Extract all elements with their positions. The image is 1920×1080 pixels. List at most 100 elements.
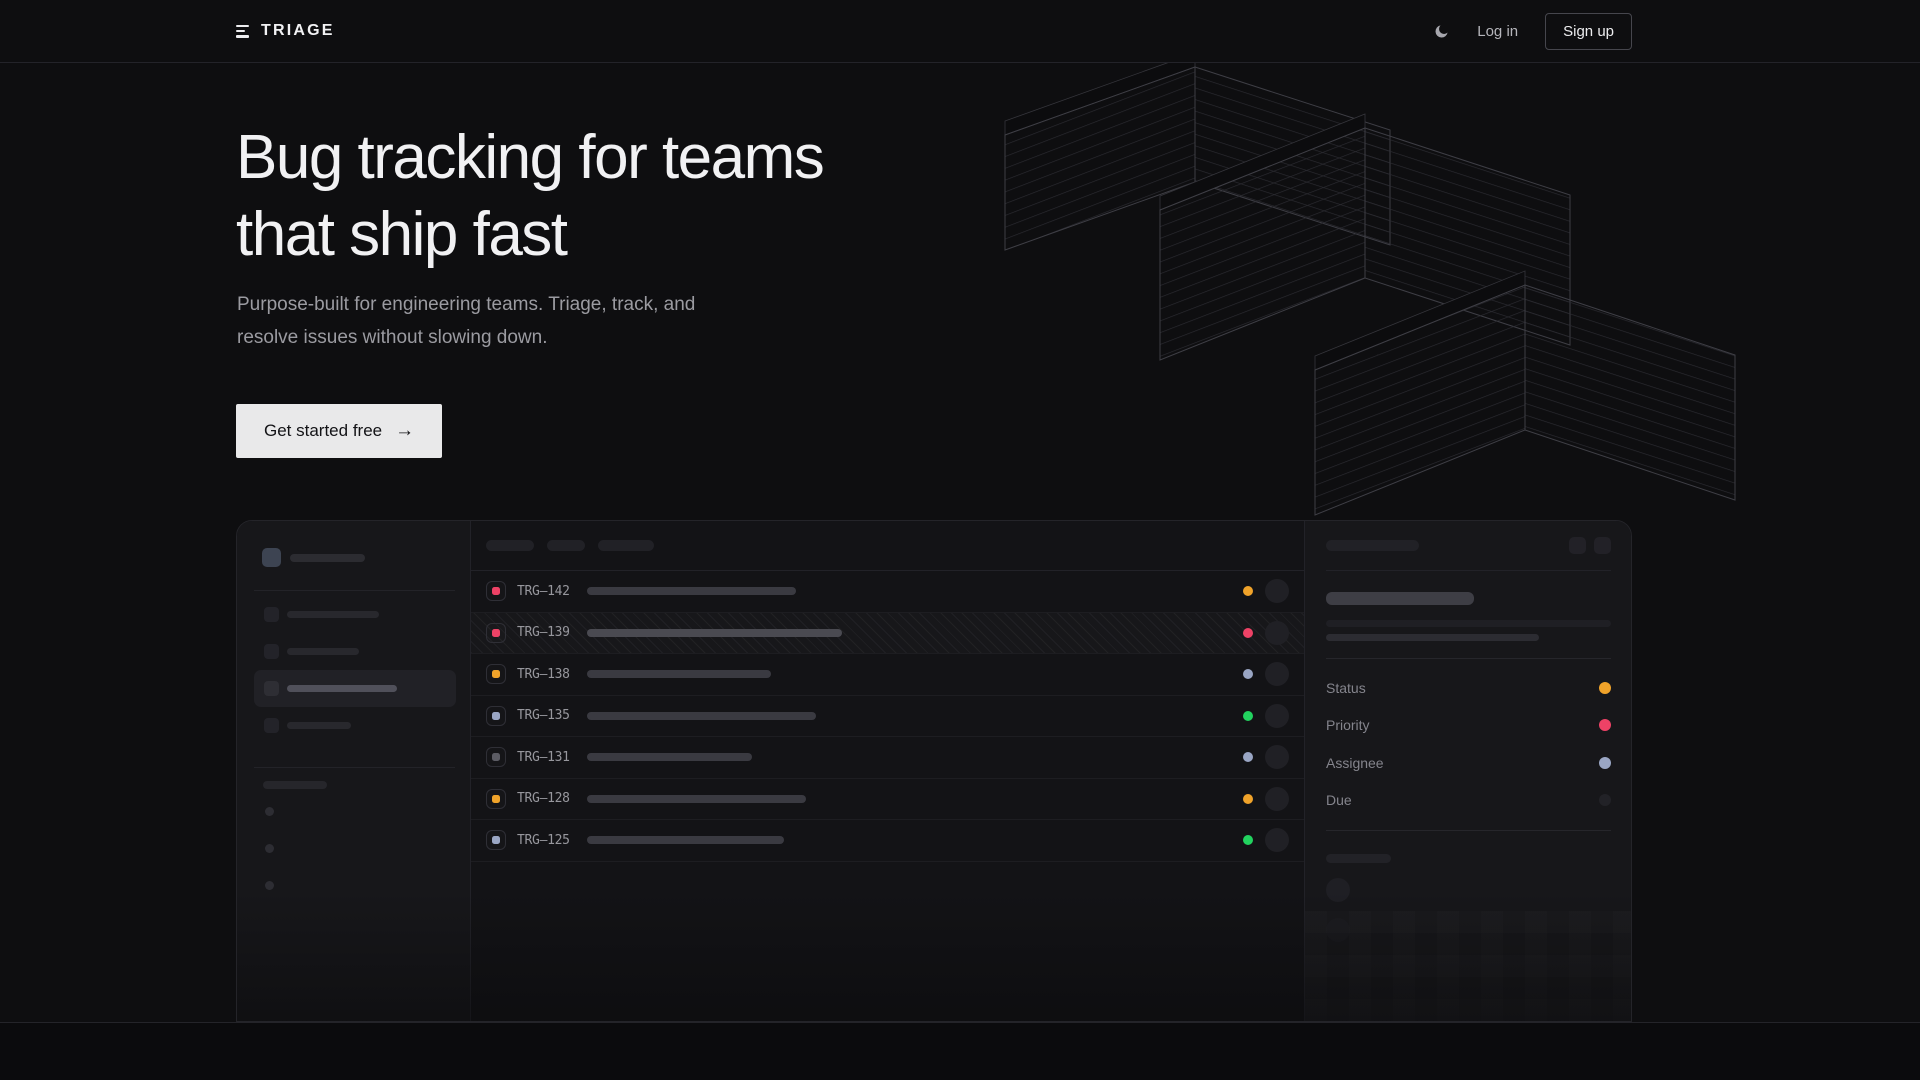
issue-row: TRG–139 [471,612,1304,654]
login-link[interactable]: Log in [1477,22,1519,40]
field-label: Assignee [1326,754,1384,771]
sidebar-nav-skeleton [237,596,470,744]
wireframe-panels-art [1004,52,1736,516]
workspace-icon [262,548,281,567]
issue-type-icon [486,788,506,809]
issue-type-icon [486,705,506,726]
issue-title-skeleton [587,711,816,720]
arrow-right-icon: → [395,419,415,441]
moon-icon[interactable] [1433,23,1450,40]
sidebar-item-label-skeleton [287,648,359,655]
sidebar-project-dots [265,807,470,918]
issue-title-skeleton [587,628,842,637]
sidebar-item-icon [264,681,279,696]
detail-panel-header [1326,521,1611,571]
panel-divider [1326,658,1611,659]
app-preview-sidebar [237,521,471,1021]
issue-avatar [1265,620,1289,645]
panel-divider [1326,830,1611,831]
issue-avatar [1265,579,1289,604]
project-dot [265,807,274,816]
field-value-dot [1599,681,1611,694]
comment-avatar [1326,878,1350,902]
sidebar-item-icon [264,644,279,659]
field-value-dot [1599,794,1611,807]
issue-avatar [1265,662,1289,687]
field-label: Priority [1326,717,1370,734]
comment-avatar [1326,918,1350,942]
hero-title-line2: that ship fast [236,200,568,269]
filter-pill-skeleton [547,540,585,551]
issue-field-row: Priority [1326,707,1611,745]
issue-type-icon [486,830,506,851]
issue-type-icon [486,581,506,602]
sidebar-item-label-skeleton [287,685,397,692]
issue-type-icon [486,747,506,768]
issue-status-dot [1243,835,1253,846]
issue-avatar [1265,745,1289,770]
issue-id: TRG–131 [517,749,570,765]
get-started-label: Get started free [264,421,383,440]
issue-field-row: Status [1326,669,1611,707]
issue-type-icon [486,622,506,643]
issue-description-skeleton [1326,620,1611,627]
get-started-button[interactable]: Get started free → [236,404,443,458]
field-label: Due [1326,792,1352,809]
issue-list-pane: TRG–142 TRG–139 TRG–138 TRG–135 TRG–131 [471,521,1304,1021]
issue-id: TRG–138 [517,666,570,682]
issue-row: TRG–128 [471,779,1304,820]
issue-title-skeleton [587,753,752,762]
project-dot [265,844,274,853]
issue-status-dot [1243,586,1253,597]
sidebar-item-label-skeleton [287,611,379,618]
sidebar-divider [254,767,455,768]
sidebar-section-label-skeleton [263,781,327,789]
issue-id: TRG–125 [517,832,570,848]
issue-id: TRG–135 [517,708,570,724]
issue-fields: Status Priority Assignee Due [1326,669,1611,819]
panel-action-button-skeleton [1569,537,1586,554]
issue-status-dot [1243,669,1253,680]
issue-list: TRG–142 TRG–139 TRG–138 TRG–135 TRG–131 [471,571,1304,862]
issue-title-skeleton [587,670,771,679]
issue-field-row: Assignee [1326,744,1611,782]
triage-logo-icon [236,24,250,38]
workspace-name-skeleton [290,553,365,562]
section-divider [0,1022,1920,1023]
issue-avatar [1265,703,1289,728]
issue-id: TRG–139 [517,625,570,641]
issue-avatar [1265,828,1289,853]
sidebar-item-skeleton [254,633,456,670]
sidebar-item-label-skeleton [287,722,351,729]
sidebar-item-skeleton [254,596,456,633]
filter-pill-skeleton [486,540,534,551]
sidebar-item-icon [264,718,279,733]
footer-band [0,1023,1920,1080]
sidebar-divider [254,590,455,591]
issue-type-icon [486,664,506,685]
brand-name: TRIAGE [261,22,335,39]
issue-row: TRG–138 [471,654,1304,696]
issue-status-dot [1243,710,1253,721]
issue-status-dot [1243,627,1253,638]
workspace-switcher-skeleton [262,548,470,567]
brand-logo[interactable]: TRIAGE [236,22,335,40]
hero-title-line1: Bug tracking for teams [236,123,825,192]
issue-id: TRG–128 [517,791,570,807]
field-label: Status [1326,679,1366,696]
issue-title-skeleton [1326,592,1474,605]
sidebar-item-icon [264,607,279,622]
issue-detail-panel: Status Priority Assignee Due [1304,521,1631,1021]
hero-subtitle: Purpose-built for engineering teams. Tri… [237,294,696,348]
nav-actions: Log in Sign up [1433,12,1632,50]
activity-section-label-skeleton [1326,854,1391,863]
signup-button[interactable]: Sign up [1545,12,1632,50]
filter-pill-skeleton [598,540,654,551]
sidebar-item-skeleton [254,707,456,744]
issue-id: TRG–142 [517,583,570,599]
field-value-dot [1599,719,1611,732]
issue-description-skeleton [1326,634,1539,641]
issue-row: TRG–125 [471,820,1304,862]
panel-action-button-skeleton [1594,537,1611,554]
